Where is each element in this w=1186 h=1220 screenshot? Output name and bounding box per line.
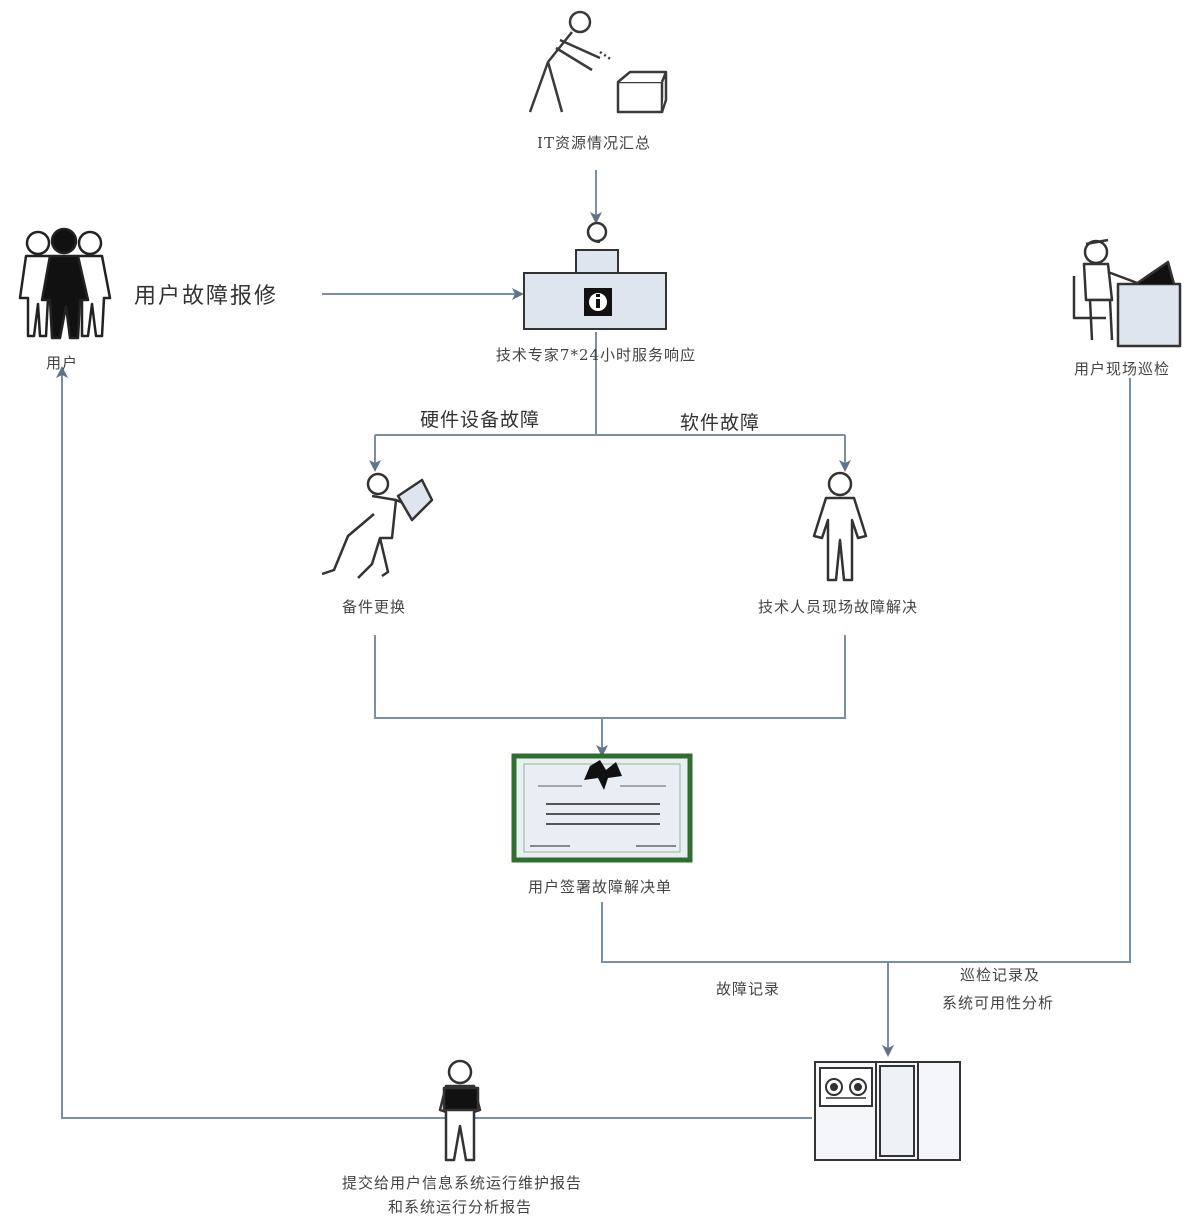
hardware-fault-label: 硬件设备故障 bbox=[419, 409, 541, 431]
onsite-resolve-label: 技术人员现场故障解决 bbox=[757, 598, 919, 616]
connectors bbox=[56, 170, 1131, 1119]
running-person-carrying-part-icon bbox=[321, 472, 434, 579]
fault-record-label: 故障记录 bbox=[716, 980, 781, 998]
person-dropping-into-box-icon bbox=[528, 10, 668, 114]
expert-response-label: 技术专家7*24小时服务响应 bbox=[495, 346, 697, 364]
help-desk-info-icon bbox=[523, 221, 667, 330]
software-fault-label: 软件故障 bbox=[679, 412, 761, 434]
arrow-report-to-user bbox=[56, 366, 812, 1119]
group-of-users-icon bbox=[18, 227, 112, 340]
standing-technician-icon bbox=[812, 471, 868, 582]
user-report-label: 用户故障报修 bbox=[134, 284, 279, 309]
server-cabinet-icon bbox=[814, 1061, 961, 1161]
signoff-label: 用户签署故障解决单 bbox=[527, 878, 673, 896]
report-label-line1: 提交给用户信息系统运行维护报告 bbox=[341, 1174, 583, 1192]
user-label: 用户 bbox=[45, 354, 79, 372]
seated-worker-computer-icon bbox=[1072, 238, 1182, 348]
it-summary-label: IT资源情况汇总 bbox=[537, 134, 651, 152]
report-label-line2: 和系统运行分析报告 bbox=[387, 1198, 533, 1216]
line-fault-record bbox=[601, 378, 1131, 963]
inspection-record-line2: 系统可用性分析 bbox=[942, 994, 1055, 1012]
parts-replacement-label: 备件更换 bbox=[341, 598, 407, 616]
line-merge bbox=[374, 635, 846, 719]
onsite-inspection-label: 用户现场巡检 bbox=[1073, 360, 1171, 378]
person-holding-report-icon bbox=[438, 1059, 482, 1162]
certificate-icon bbox=[511, 753, 693, 863]
inspection-record-line1: 巡检记录及 bbox=[960, 966, 1041, 984]
